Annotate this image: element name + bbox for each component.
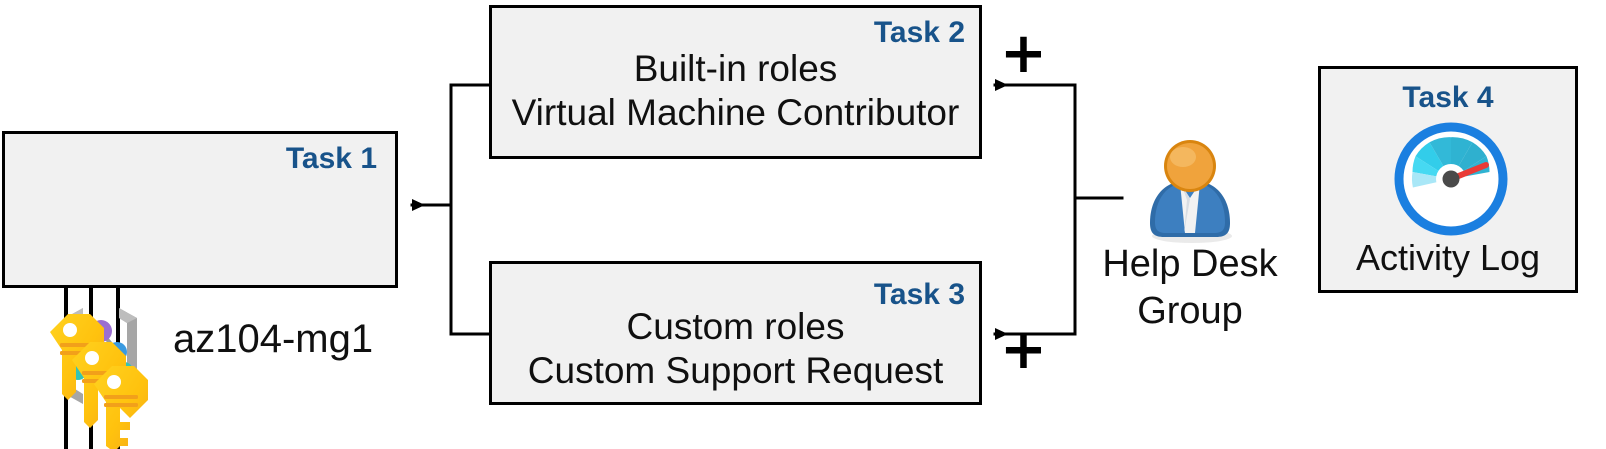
keys-icon (50, 314, 148, 449)
task-2-box[interactable]: Task 2 Built-in roles Virtual Machine Co… (489, 5, 982, 159)
helpdesk-group[interactable]: Help Desk Group (1082, 138, 1298, 352)
activity-log-gauge-icon (1394, 122, 1508, 236)
task-4-title: Activity Log (1355, 237, 1541, 278)
plus-sign-bottom: + (1000, 317, 1047, 382)
task-3-line2: Custom Support Request (527, 350, 944, 391)
plus-sign-top: + (1000, 21, 1047, 86)
task-3-box[interactable]: Task 3 Custom roles Custom Support Reque… (489, 261, 982, 405)
task-3-line1: Custom roles (626, 306, 845, 347)
task-2-label: Task 2 (873, 16, 965, 49)
task-1-box[interactable]: Task 1 (2, 131, 398, 404)
task-1-title: az104-mg1 (173, 317, 374, 361)
task-1-label: Task 1 (285, 142, 377, 175)
task-4-box[interactable]: Task 4 Activity Log (1318, 66, 1578, 293)
helpdesk-label-line2: Group (1137, 290, 1243, 332)
task-2-line2: Virtual Machine Contributor (511, 92, 960, 133)
task-2-line1: Built-in roles (633, 48, 838, 89)
task-3-label: Task 3 (873, 278, 965, 311)
user-person-icon (1150, 140, 1232, 243)
helpdesk-label-line1: Help Desk (1102, 243, 1278, 285)
task-4-label: Task 4 (1402, 81, 1494, 114)
